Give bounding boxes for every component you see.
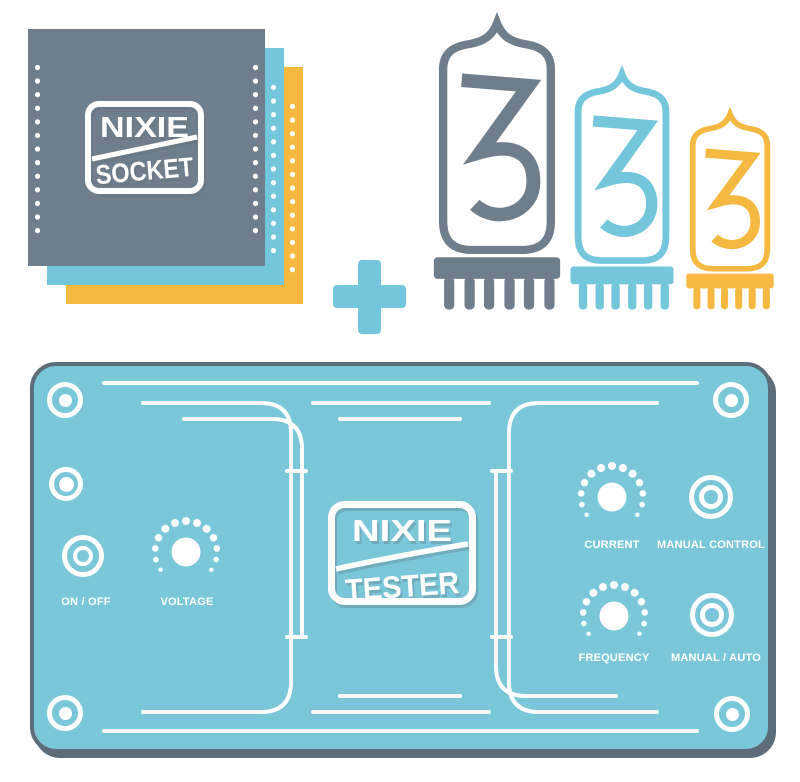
nixie-tube-small [685,110,775,313]
knob-voltage[interactable] [146,512,226,592]
tester-logo-line2: TESTER [344,565,460,606]
toggle-manual-auto[interactable] [690,593,734,637]
pin-dots-gray-left [34,64,41,236]
pin-dots-gray-right [252,64,259,236]
nixie-socket-logo: NIXIE SOCKET [85,101,204,194]
socket-logo-swoosh [91,134,198,162]
tester-logo-frame [328,501,476,605]
nixie-tube-medium [569,69,675,314]
screw-bottom-right [714,696,750,732]
socket-logo-frame [85,101,204,194]
label-on-off: ON / OFF [61,596,111,608]
knob-frequency[interactable] [574,576,654,656]
power-jack-switch[interactable] [62,535,104,577]
tester-logo-swoosh [335,541,469,572]
label-manual-control: MANUAL CONTROL [657,539,765,551]
label-current: CURRENT [584,539,640,551]
power-jack-indicator[interactable] [49,467,83,501]
label-frequency: FREQUENCY [578,652,650,664]
pin-dots-blue [270,84,277,256]
tester-logo-line1: NIXIE [352,513,452,548]
plus-icon [333,260,406,334]
square-gray: NIXIE SOCKET [28,29,265,266]
plus-horizontal-bar [333,285,406,308]
pin-dots-yellow [289,103,296,275]
knob-current[interactable] [572,457,652,537]
toggle-manual-control[interactable] [689,475,733,519]
tester-panel: ON / OFF VOLTAGE NIXIE TESTER CURRENT MA… [30,362,772,753]
screw-bottom-left [47,695,83,731]
panel-trace-lines [102,381,699,733]
label-voltage: VOLTAGE [160,596,214,608]
screw-top-right [713,382,749,418]
nixie-tube-large [432,17,562,315]
socket-logo-line1: NIXIE [100,112,189,144]
label-manual-auto: MANUAL / AUTO [670,652,762,664]
nixie-tester-logo: NIXIE TESTER [328,501,476,606]
screw-top-left [47,382,83,418]
